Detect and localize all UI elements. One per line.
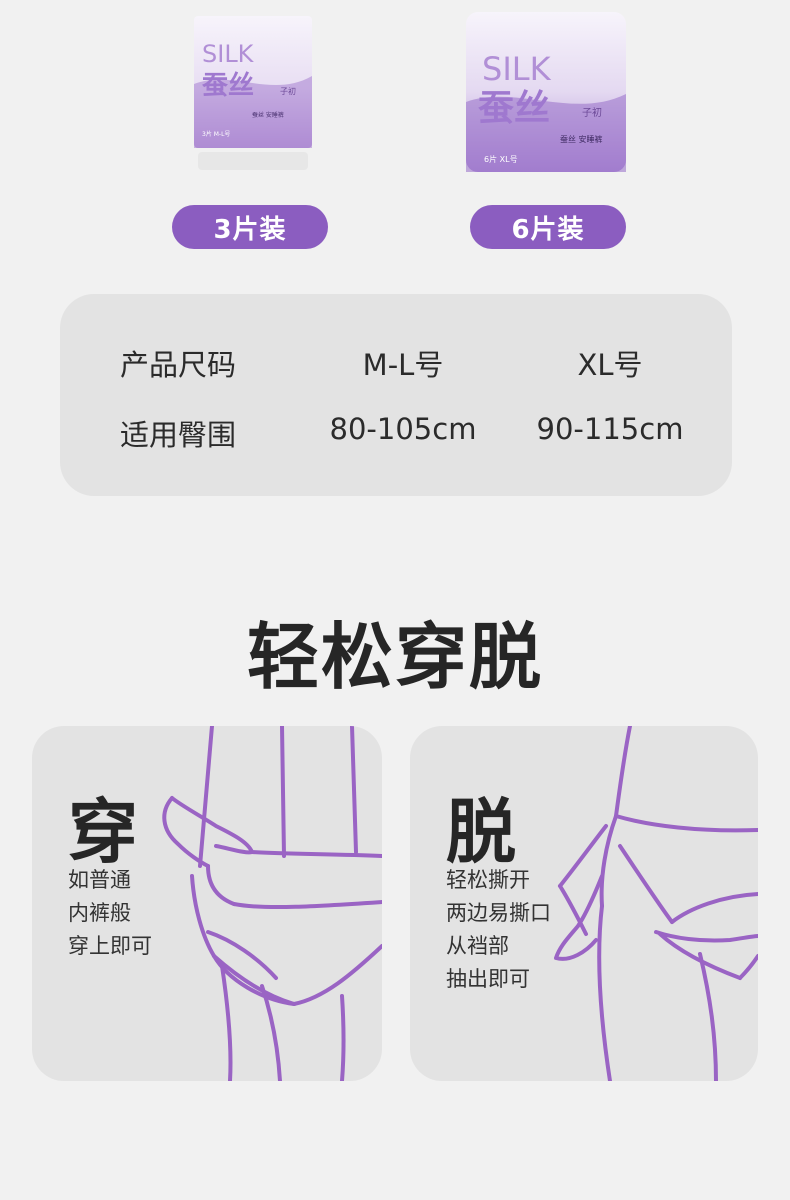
pkg-brand-cn: 蚕丝 — [201, 71, 254, 101]
hip-value-ml: 80-105cm — [329, 412, 477, 446]
pack-3-label: 3片装 — [172, 205, 328, 249]
pkg-logo: 子初 — [280, 86, 296, 96]
pkg-product: 蚕丝 安睡裤 — [560, 134, 603, 144]
wear-description: 如普通 内裤般 穿上即可 — [68, 864, 152, 963]
remove-line: 抽出即可 — [446, 967, 530, 991]
size-value-ml: M-L号 — [362, 348, 444, 382]
size-table: 产品尺码 M-L号 XL号 适用臀围 80-105cm 90-115cm — [60, 294, 732, 496]
hip-value-xl: 90-115cm — [536, 412, 684, 446]
remove-line: 两边易撕口 — [446, 901, 551, 925]
wear-title: 穿 — [68, 791, 138, 873]
hip-row-label: 适用臀围 — [120, 418, 237, 452]
wear-line: 穿上即可 — [68, 934, 152, 958]
wear-panel: 穿 如普通 内裤般 穿上即可 — [32, 726, 382, 1081]
remove-title: 脱 — [446, 791, 516, 873]
size-value-xl: XL号 — [577, 348, 643, 382]
remove-line: 轻松撕开 — [446, 868, 530, 892]
pkg-spec: 6片 XL号 — [484, 154, 518, 164]
remove-description: 轻松撕开 两边易撕口 从裆部 抽出即可 — [446, 864, 551, 996]
pkg-brand-en: SILK — [202, 40, 255, 68]
removing-illustration — [554, 726, 758, 1081]
remove-line: 从裆部 — [446, 934, 509, 958]
wear-line: 如普通 — [68, 868, 131, 892]
wearing-illustration — [162, 726, 382, 1081]
package-6pcs-image: SILK 蚕丝 子初 蚕丝 安睡裤 6片 XL号 — [464, 10, 628, 180]
pack-6-label: 6片装 — [470, 205, 626, 249]
remove-panel: 脱 轻松撕开 两边易撕口 从裆部 抽出即可 — [410, 726, 758, 1081]
pkg-brand-en: SILK — [482, 50, 552, 88]
pkg-brand-cn: 蚕丝 — [478, 88, 550, 129]
section-headline: 轻松穿脱 — [246, 615, 543, 699]
size-row-label: 产品尺码 — [120, 348, 237, 382]
wear-line: 内裤般 — [68, 901, 131, 925]
pkg-product: 蚕丝 安睡裤 — [252, 111, 284, 119]
pkg-logo: 子初 — [582, 106, 602, 119]
pkg-spec: 3片 M-L号 — [202, 130, 230, 138]
package-3pcs-image: SILK 蚕丝 子初 蚕丝 安睡裤 3片 M-L号 — [192, 14, 314, 174]
